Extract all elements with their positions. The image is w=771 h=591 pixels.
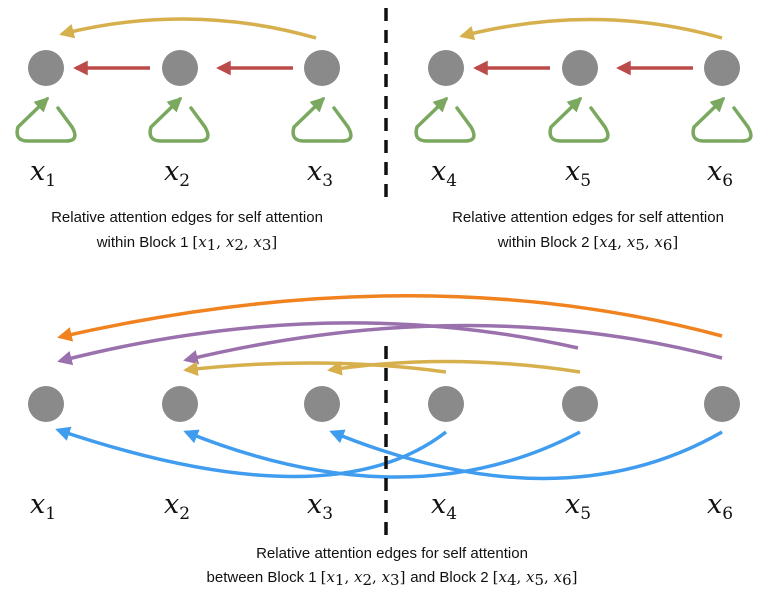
node-x6 (704, 50, 740, 86)
label-x6: x6 (707, 489, 733, 524)
top-right-block: x4 x5 x6 Relative attention edges for se… (414, 17, 753, 254)
node-x4 (428, 386, 464, 422)
node-x1 (28, 386, 64, 422)
label-x6: x6 (707, 156, 733, 191)
edge-x6-to-x4 (459, 17, 723, 41)
edge-x5-to-x2 (183, 429, 581, 479)
caption-block2-line1: Relative attention edges for self attent… (452, 209, 724, 226)
label-x3: x3 (307, 156, 333, 191)
edge-x4-to-x1 (55, 426, 448, 479)
label-x2: x2 (164, 156, 190, 191)
edge-x6-to-x3 (329, 429, 723, 481)
label-x4: x4 (431, 489, 457, 524)
edge-x4-to-x2 (183, 361, 447, 376)
label-x1: x1 (30, 489, 56, 524)
caption-cross-line2: between Block 1 [x1, x2, x3] and Block 2… (207, 568, 578, 589)
node-x6 (704, 386, 740, 422)
edge-x3-to-x1 (59, 17, 317, 40)
edge-x5-to-x1 (57, 321, 579, 366)
node-x3 (304, 386, 340, 422)
label-x2: x2 (164, 489, 190, 524)
cross-block: x1 x2 x3 x4 x5 x6 Relative attention edg… (28, 294, 740, 589)
top-left-block: x1 x2 x3 Relative attention edges for se… (15, 17, 353, 254)
caption-cross-line1: Relative attention edges for self attent… (256, 545, 528, 562)
caption-block1-line1: Relative attention edges for self attent… (51, 209, 323, 226)
label-x5: x5 (565, 156, 591, 191)
edge-x5-to-x3 (327, 359, 581, 376)
node-x4 (428, 50, 464, 86)
self-loop-edge-x3 (291, 96, 353, 143)
self-loop-edge-x5 (548, 96, 610, 143)
label-x1: x1 (30, 156, 56, 191)
self-loop-edge-x2 (148, 96, 210, 143)
label-x4: x4 (431, 156, 457, 191)
caption-block1-line2: within Block 1 [x1, x2, x3] (96, 233, 278, 254)
node-x5 (562, 50, 598, 86)
self-loop-edge-x4 (414, 96, 476, 143)
edge-x6-to-x1 (57, 294, 723, 342)
node-x1 (28, 50, 64, 86)
node-x2 (162, 50, 198, 86)
node-x3 (304, 50, 340, 86)
caption-block2-line2: within Block 2 [x4, x5, x6] (497, 233, 679, 254)
label-x3: x3 (307, 489, 333, 524)
self-loop-edge-x1 (15, 96, 77, 143)
node-x2 (162, 386, 198, 422)
self-loop-edge-x6 (691, 96, 753, 143)
edge-x6-to-x2 (183, 323, 723, 365)
node-x5 (562, 386, 598, 422)
label-x5: x5 (565, 489, 591, 524)
